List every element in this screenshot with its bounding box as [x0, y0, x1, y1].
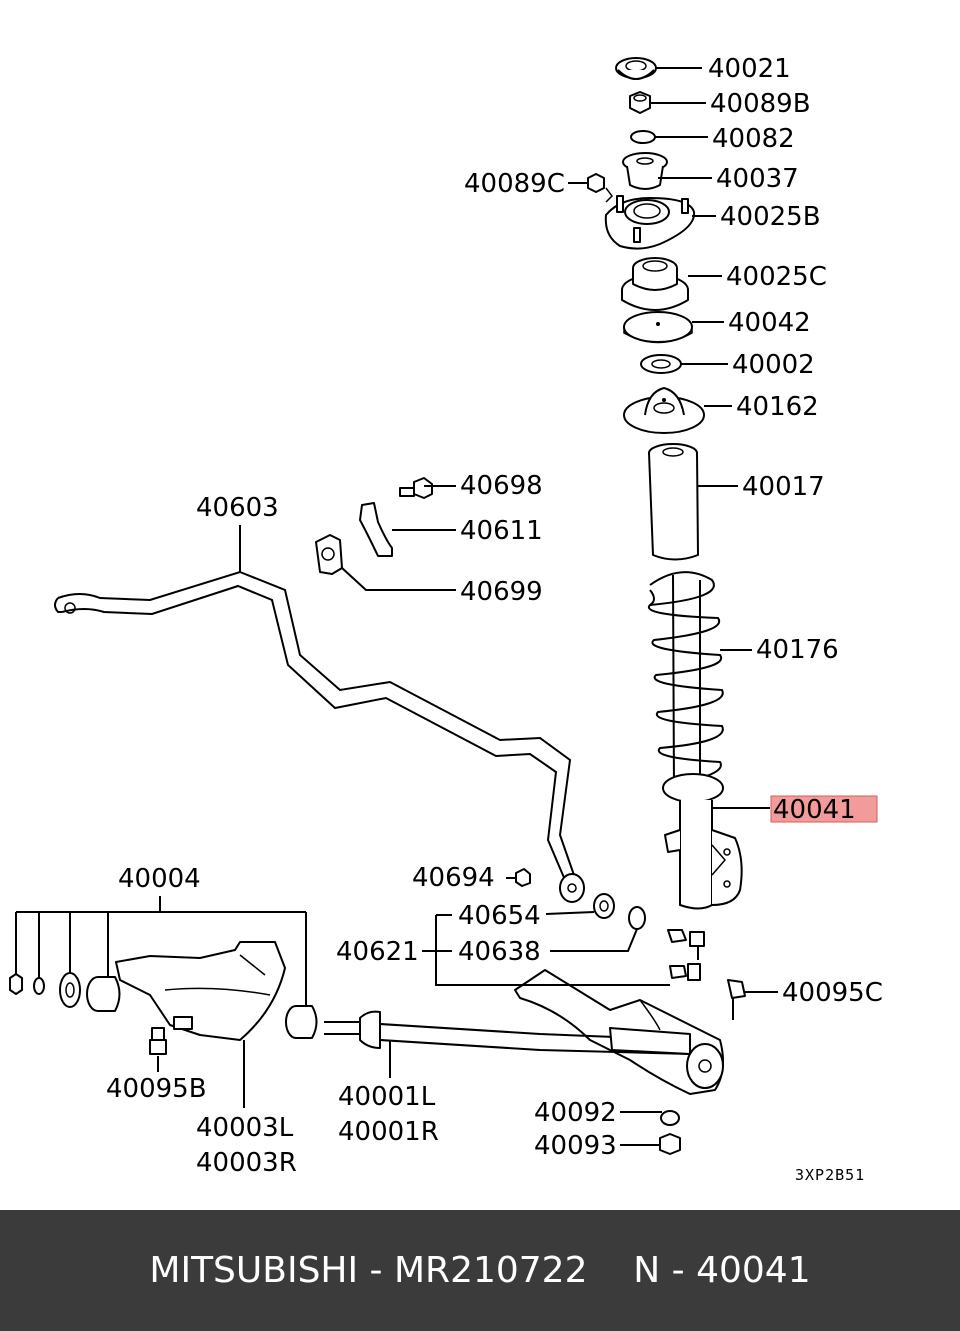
strut-bolt-c: [727, 979, 746, 1020]
bushing-washer-small: [33, 977, 45, 995]
label-40654: 40654: [458, 901, 541, 931]
strut-assembly: [662, 773, 743, 910]
strut-bump-stopper: [622, 152, 668, 190]
stabilizer-link: [667, 929, 705, 981]
label-40003r: 40003R: [196, 1148, 297, 1178]
strut-nut-b: [629, 91, 651, 114]
strut-bar: [324, 1010, 691, 1055]
label-40611: 40611: [460, 516, 543, 546]
strut-bar-ring: [628, 906, 646, 930]
label-40025c: 40025C: [726, 262, 827, 292]
label-40017: 40017: [742, 472, 825, 502]
highlight-box: [770, 795, 878, 823]
footer-part-text: MITSUBISHI - MR210722 N - 40041: [149, 1250, 811, 1291]
label-40095c: 40095C: [782, 978, 883, 1008]
label-40002: 40002: [732, 350, 815, 380]
label-40042: 40042: [728, 308, 811, 338]
upper-spring-seat: [623, 311, 693, 344]
strut-bar-bushing: [593, 893, 615, 919]
strut-top-cap: [615, 57, 657, 80]
label-40092: 40092: [534, 1098, 617, 1128]
label-40003l: 40003L: [196, 1113, 294, 1143]
label-40021: 40021: [708, 54, 791, 84]
label-40001r: 40001R: [338, 1117, 439, 1147]
coil-spring: [647, 571, 724, 791]
ball-joint-nut-92: [660, 1110, 680, 1126]
strut-bearing: [621, 257, 689, 311]
footer-bar: MITSUBISHI - MR210722 N - 40041: [0, 1210, 960, 1331]
label-40699: 40699: [460, 577, 543, 607]
bushing-front: [86, 976, 121, 1012]
label-40095b: 40095B: [106, 1074, 207, 1104]
bushing-washer-large: [59, 972, 81, 1008]
label-40638: 40638: [458, 937, 541, 967]
label-40093: 40093: [534, 1131, 617, 1161]
leader-lines: [15, 67, 778, 1146]
stabilizer-bolt: [399, 477, 433, 499]
label-40694: 40694: [412, 863, 495, 893]
stabilizer-nut: [515, 868, 531, 887]
label-40082: 40082: [712, 124, 795, 154]
crossmember-bracket: [115, 941, 286, 1041]
bushing-rear: [285, 1005, 318, 1039]
parts-diagram: 40021 40089B 40082 40089C 40037 40025B 4…: [9, 54, 883, 1184]
dust-cover: [648, 443, 699, 561]
label-40162: 40162: [736, 392, 819, 422]
label-40004: 40004: [118, 864, 201, 894]
ball-joint-nut-93: [659, 1133, 681, 1155]
label-40176: 40176: [756, 635, 839, 665]
stabilizer-bar: [54, 570, 585, 903]
label-40025b: 40025B: [720, 202, 821, 232]
spring-pad: [623, 387, 705, 434]
label-40089b: 40089B: [710, 89, 811, 119]
label-40603: 40603: [196, 493, 279, 523]
strut-mount-insulator: [604, 195, 696, 250]
spring-washer: [640, 354, 682, 374]
label-40621: 40621: [336, 937, 419, 967]
label-40041: 40041: [773, 795, 856, 825]
stabilizer-bushing: [315, 534, 343, 575]
diagram-code: 3XP2B51: [795, 1166, 865, 1184]
crossmember-bolt: [149, 1027, 167, 1055]
label-40037: 40037: [716, 164, 799, 194]
label-40001l: 40001L: [338, 1082, 436, 1112]
label-40698: 40698: [460, 471, 543, 501]
strut-washer: [630, 130, 656, 144]
stabilizer-bracket: [359, 502, 393, 557]
label-40089c: 40089C: [464, 169, 565, 199]
bushing-nut: [9, 973, 23, 995]
strut-nut-c: [587, 173, 613, 203]
